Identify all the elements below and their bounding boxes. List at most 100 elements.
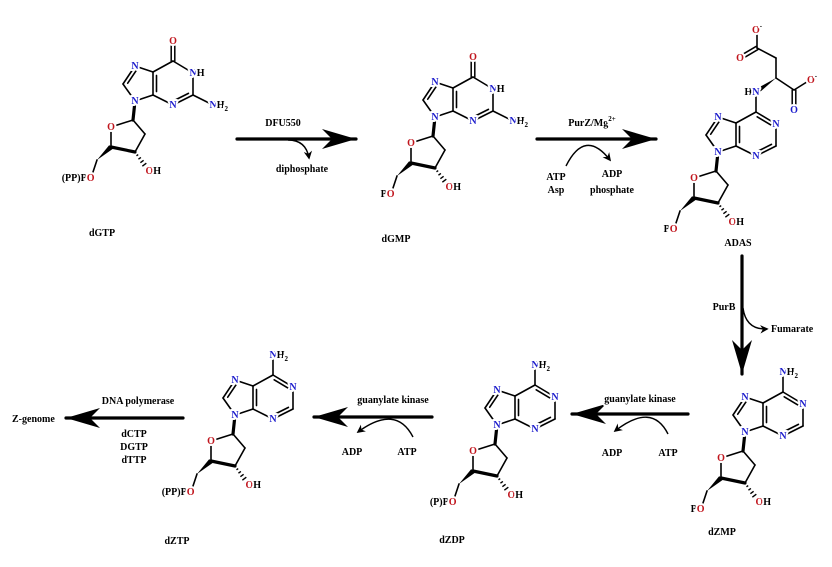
bond bbox=[717, 116, 737, 124]
oxygen-label: O bbox=[407, 138, 415, 149]
bond bbox=[226, 383, 237, 399]
bond bbox=[172, 60, 194, 74]
bond bbox=[762, 425, 784, 437]
bond bbox=[434, 149, 446, 169]
bond bbox=[109, 145, 137, 154]
byproduct-label: diphosphate bbox=[276, 164, 329, 175]
oxygen-label: O bbox=[469, 52, 477, 63]
bond bbox=[744, 464, 756, 484]
bond bbox=[409, 161, 437, 170]
hydroxyl-label: OH bbox=[146, 166, 162, 177]
byproduct-curved-arrow bbox=[613, 416, 669, 435]
hydroxyl-label: OH bbox=[246, 480, 262, 491]
substrate-label: dCTP bbox=[121, 429, 147, 440]
oxygen-label: O bbox=[736, 53, 744, 64]
hashed-bond bbox=[136, 153, 150, 171]
nitrogen-label: N bbox=[469, 116, 477, 127]
bond bbox=[272, 374, 294, 388]
bond bbox=[234, 379, 254, 387]
wedge-bond bbox=[97, 145, 113, 160]
bond bbox=[717, 145, 737, 153]
bond bbox=[732, 396, 746, 416]
reaction-arrow-purz-head bbox=[622, 129, 656, 149]
bond bbox=[432, 135, 446, 151]
oxygen-label: O bbox=[790, 105, 798, 116]
bond bbox=[422, 99, 436, 118]
nitrogen-label: N bbox=[772, 119, 780, 130]
glycosidic-bond bbox=[493, 423, 499, 446]
enzyme-label: DFU550 bbox=[265, 118, 301, 129]
phosphate-label: PO bbox=[664, 224, 678, 235]
nitrogen-label: N bbox=[131, 61, 139, 72]
byproduct-curved-arrow bbox=[356, 418, 414, 438]
bond bbox=[173, 92, 190, 102]
substrate-label: dTTP bbox=[121, 455, 146, 466]
bond bbox=[514, 384, 536, 397]
bond bbox=[709, 120, 720, 136]
bond bbox=[90, 159, 98, 179]
bond bbox=[472, 443, 496, 452]
enzyme-label: guanylate kinase bbox=[357, 395, 429, 406]
carboxylate-oxygen-label: O- bbox=[807, 72, 818, 86]
phosphate-label: PO bbox=[691, 504, 705, 515]
bond bbox=[783, 423, 800, 433]
bond bbox=[190, 473, 198, 493]
bond bbox=[273, 379, 289, 390]
nitrogen-label: N bbox=[531, 424, 539, 435]
hashed-bond bbox=[746, 484, 760, 502]
bond bbox=[692, 196, 720, 205]
oxygen-label: O bbox=[717, 453, 725, 464]
bond bbox=[452, 483, 460, 503]
hydroxyl-label: OH bbox=[756, 497, 772, 508]
hn-label: HN bbox=[744, 87, 760, 98]
bond bbox=[782, 391, 804, 405]
bond bbox=[756, 47, 777, 59]
oxygen-label: O bbox=[469, 446, 477, 457]
nitrogen-label: N bbox=[493, 385, 501, 396]
bond bbox=[715, 170, 729, 186]
wedge-bond bbox=[680, 196, 696, 211]
bond bbox=[472, 110, 494, 122]
oxygen-label: O bbox=[169, 36, 177, 47]
bond bbox=[534, 418, 556, 430]
hashed-bond bbox=[436, 169, 450, 187]
bond bbox=[422, 81, 436, 101]
nitrogen-label: N bbox=[231, 410, 239, 421]
bond bbox=[122, 65, 136, 85]
bond bbox=[252, 374, 274, 387]
hydroxyl-label: OH bbox=[446, 182, 462, 193]
bond bbox=[473, 108, 490, 118]
nitrogen-label: N bbox=[714, 112, 722, 123]
enzyme-label: DNA polymerase bbox=[102, 396, 175, 407]
bond bbox=[122, 83, 136, 102]
bond bbox=[126, 69, 137, 85]
nitrogen-label: N bbox=[741, 427, 749, 438]
byproduct-label: ADP bbox=[602, 448, 623, 459]
hydroxyl-label: OH bbox=[508, 490, 524, 501]
glycosidic-bond bbox=[131, 99, 137, 122]
enzyme-label: guanylate kinase bbox=[604, 394, 676, 405]
bond bbox=[756, 143, 773, 153]
bond bbox=[496, 457, 508, 477]
substrate-label: ATP bbox=[658, 448, 677, 459]
bond bbox=[426, 85, 437, 101]
wedge-bond bbox=[397, 161, 413, 176]
glycosidic-bond bbox=[231, 413, 237, 436]
bond bbox=[134, 133, 146, 153]
hydroxyl-label: OH bbox=[729, 217, 745, 228]
reaction-arrow-polymerase-head bbox=[66, 408, 100, 428]
nitrogen-label: N bbox=[131, 96, 139, 107]
amino-label: NH2 bbox=[510, 116, 529, 130]
nitrogen-label: N bbox=[493, 420, 501, 431]
bond bbox=[755, 111, 777, 125]
bond bbox=[434, 81, 454, 89]
reaction-arrow-kinase-1-head bbox=[572, 404, 606, 424]
bond bbox=[496, 418, 516, 426]
bond bbox=[735, 145, 757, 157]
bond bbox=[484, 389, 498, 409]
wedge-bond bbox=[459, 469, 475, 484]
phosphate-label: PO bbox=[381, 189, 395, 200]
byproduct-label: Fumarate bbox=[771, 324, 814, 335]
bond bbox=[705, 134, 719, 153]
